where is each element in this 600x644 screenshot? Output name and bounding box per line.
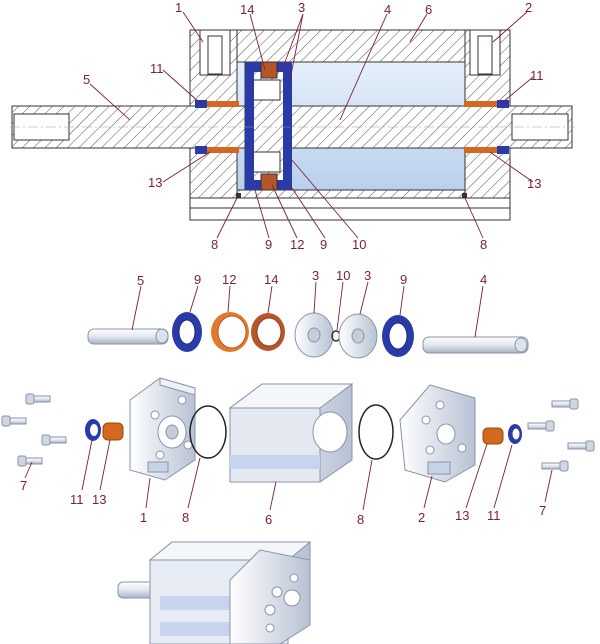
bushing-right-bottom — [464, 147, 497, 153]
body-labels: 7 11 13 1 8 6 8 2 13 11 7 — [20, 478, 546, 527]
screws-left — [1, 393, 67, 467]
callout-7-left: 7 — [20, 478, 27, 493]
end-cap-1 — [129, 377, 196, 481]
rod-seal-right-top — [497, 100, 509, 108]
callout-14-exploded: 14 — [264, 272, 278, 287]
piston-seal-left — [245, 62, 254, 190]
callout-11-right: 11 — [530, 68, 544, 83]
rod-seal-left-bottom — [195, 146, 207, 154]
callout-11-exploded-right: 11 — [487, 508, 501, 523]
callout-10-exploded: 10 — [336, 268, 350, 283]
barrel-6 — [228, 383, 354, 483]
rod-seal-right-bottom — [497, 146, 509, 154]
exploded-body-row — [1, 377, 595, 511]
callout-8-exploded-left: 8 — [182, 510, 189, 525]
callout-13-right: 13 — [527, 176, 541, 191]
callout-6: 6 — [425, 2, 432, 17]
callout-3: 3 — [298, 0, 305, 15]
callout-3-exploded-right: 3 — [364, 268, 371, 283]
bushing-left-bottom — [207, 147, 239, 153]
callout-13-left: 13 — [148, 175, 162, 190]
callout-1: 1 — [175, 0, 182, 15]
callout-8-left: 8 — [211, 237, 218, 252]
callout-9-exploded-left: 9 — [194, 272, 201, 287]
callout-3-exploded-left: 3 — [312, 268, 319, 283]
exploded-shaft-row — [87, 281, 529, 359]
piston-seal-right — [283, 62, 292, 190]
shaft-labels: 5 9 12 14 3 10 3 9 4 — [137, 268, 487, 288]
callout-14: 14 — [240, 2, 254, 17]
bushing-left-top — [207, 101, 239, 107]
callout-7-right: 7 — [539, 503, 546, 518]
callout-2-exploded: 2 — [418, 510, 425, 525]
callout-5: 5 — [83, 72, 90, 87]
callout-9-exploded-right: 9 — [400, 272, 407, 287]
callout-9-right: 9 — [320, 237, 327, 252]
wear-ring-bottom — [260, 173, 278, 191]
callout-4-exploded: 4 — [480, 272, 487, 287]
bushing-13-right — [482, 427, 504, 445]
screws-right — [527, 398, 595, 472]
end-cap-2 — [399, 384, 476, 483]
wear-ring-top — [260, 61, 278, 79]
callout-5-exploded: 5 — [137, 273, 144, 288]
callout-8-right: 8 — [480, 237, 487, 252]
callout-4: 4 — [384, 2, 391, 17]
callout-11-left: 11 — [150, 61, 164, 76]
callout-6-exploded: 6 — [265, 512, 272, 527]
oring-8-right — [358, 404, 394, 460]
callout-2: 2 — [525, 0, 532, 15]
section-labels: 1 14 3 4 6 2 5 11 11 13 13 8 9 12 9 10 8 — [83, 0, 544, 252]
bushing-right-top — [464, 101, 497, 107]
callout-12-exploded: 12 — [222, 272, 236, 287]
callout-13-exploded-left: 13 — [92, 492, 106, 507]
bushing-13-left — [102, 422, 124, 441]
callout-11-exploded-left: 11 — [70, 492, 84, 507]
callout-10: 10 — [352, 237, 366, 252]
callout-1-exploded: 1 — [140, 510, 147, 525]
rod-4 — [422, 336, 529, 354]
callout-9-left: 9 — [265, 237, 272, 252]
callout-13-exploded-right: 13 — [455, 508, 469, 523]
callout-12: 12 — [290, 237, 304, 252]
assembled-view — [117, 541, 312, 644]
rod-seal-left-top — [195, 100, 207, 108]
section-view — [10, 11, 575, 239]
callout-8-exploded-right: 8 — [357, 512, 364, 527]
oring-8-left — [189, 405, 227, 459]
